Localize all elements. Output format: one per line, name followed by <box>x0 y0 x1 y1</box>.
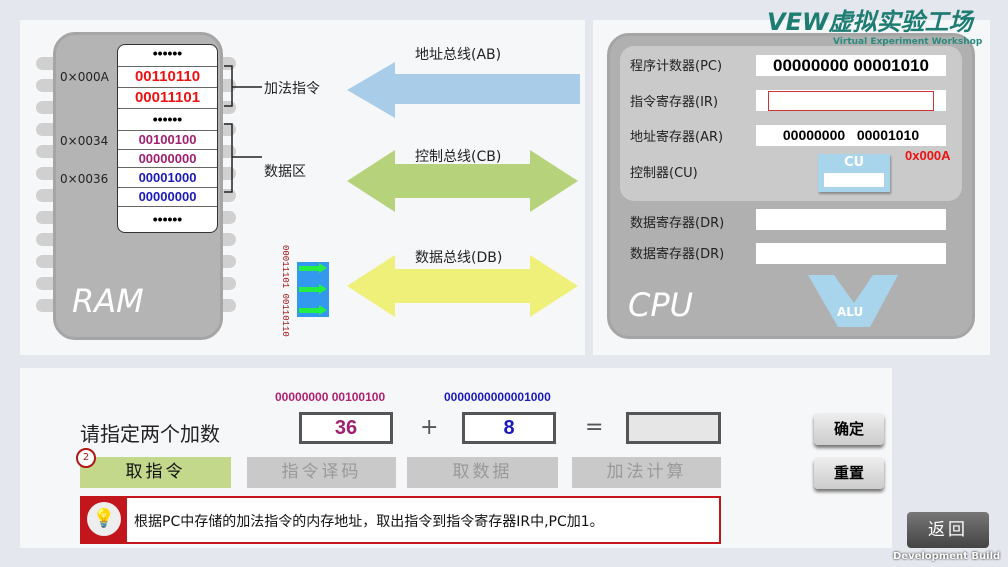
addend2-input[interactable]: 8 <box>462 412 556 444</box>
alu-shape <box>808 275 898 327</box>
mem-cell: 00001000 <box>118 167 217 187</box>
data-transfer-icon <box>297 262 329 317</box>
ar-register: 00000000 00001010 <box>756 125 946 146</box>
dr1-register <box>756 209 946 230</box>
result-field <box>626 412 721 444</box>
pc-label: 程序计数器(PC) <box>630 59 723 74</box>
ram-label: RAM <box>72 282 144 320</box>
step-fetch-data[interactable]: 取数据 <box>407 457 558 488</box>
address-bus-arrow <box>347 62 580 118</box>
ir-register <box>756 90 946 111</box>
mem-cell: 00000000 <box>118 187 217 206</box>
addend1-binary: 00000000 00100100 <box>275 390 386 404</box>
mem-cell: 00011101 <box>118 87 217 108</box>
data-bus-arrow <box>347 255 578 317</box>
logo: VEW虚拟实验工场 <box>767 8 973 36</box>
step-fetch-instruction[interactable]: 取指令 <box>80 457 231 488</box>
address-bus-label: 地址总线(AB) <box>415 47 502 63</box>
instr-label: 加法指令 <box>264 81 320 97</box>
alu-label: ALU <box>837 305 864 319</box>
control-bus-arrow <box>347 150 578 212</box>
data-area-label: 数据区 <box>264 164 306 180</box>
cu-unit: CU <box>818 154 890 192</box>
dr2-register <box>756 243 946 264</box>
addend1-input[interactable]: 36 <box>299 412 393 444</box>
cu-slot <box>824 173 884 187</box>
cpu-label: CPU <box>628 286 694 324</box>
step-decode[interactable]: 指令译码 <box>247 457 396 488</box>
ir-value <box>768 91 934 111</box>
reset-button[interactable]: 重置 <box>814 457 884 489</box>
hint-icon-bg: 💡 <box>81 497 127 543</box>
step-badge: 2 <box>76 448 96 468</box>
mem-cell: 00110110 <box>118 66 217 87</box>
cu-label: 控制器(CU) <box>630 166 698 181</box>
bus-arrows <box>347 62 580 317</box>
data-bus-label: 数据总线(DB) <box>415 250 503 266</box>
dots: •••••• <box>118 108 217 130</box>
mem-cell: 00100100 <box>118 130 217 149</box>
control-bus-label: 控制总线(CB) <box>415 149 502 165</box>
data-bus-bits: 00011101 00110110 <box>280 245 290 337</box>
lightbulb-icon: 💡 <box>87 502 121 536</box>
dots: •••••• <box>152 45 183 61</box>
address-label: 0×0036 <box>60 172 109 186</box>
ir-label: 指令寄存器(IR) <box>630 95 719 110</box>
brackets <box>224 65 262 193</box>
confirm-button[interactable]: 确定 <box>814 413 884 445</box>
address-label: 0×000A <box>60 70 109 84</box>
step-add[interactable]: 加法计算 <box>572 457 721 488</box>
logo-subtitle: Virtual Experiment Workshop <box>833 37 983 47</box>
address-label: 0×0034 <box>60 134 109 148</box>
hint-text: 根据PC中存储的加法指令的内存地址，取出指令到指令寄存器IR中,PC加1。 <box>134 514 604 530</box>
dr1-label: 数据寄存器(DR) <box>630 216 725 231</box>
dr2-label: 数据寄存器(DR) <box>630 247 725 262</box>
ar-label: 地址寄存器(AR) <box>630 130 724 145</box>
mem-cell: 00000000 <box>118 149 217 167</box>
cu-address: 0x000A <box>905 148 951 163</box>
hint-box: 💡 根据PC中存储的加法指令的内存地址，取出指令到指令寄存器IR中,PC加1。 <box>80 496 721 544</box>
plus-sign: + <box>420 415 439 440</box>
equals-sign: = <box>585 415 604 440</box>
back-button[interactable]: 返回 <box>907 512 989 548</box>
build-label: Development Build <box>893 551 1001 562</box>
dots: •••••• <box>118 206 217 232</box>
addend2-binary: 0000000000001000 <box>444 390 551 404</box>
pc-register: 00000000 00001010 <box>756 55 946 76</box>
memory-cells: •••••• 00110110 00011101 •••••• 00100100… <box>117 44 218 233</box>
cu-text: CU <box>843 155 865 170</box>
prompt-label: 请指定两个加数 <box>80 422 220 446</box>
